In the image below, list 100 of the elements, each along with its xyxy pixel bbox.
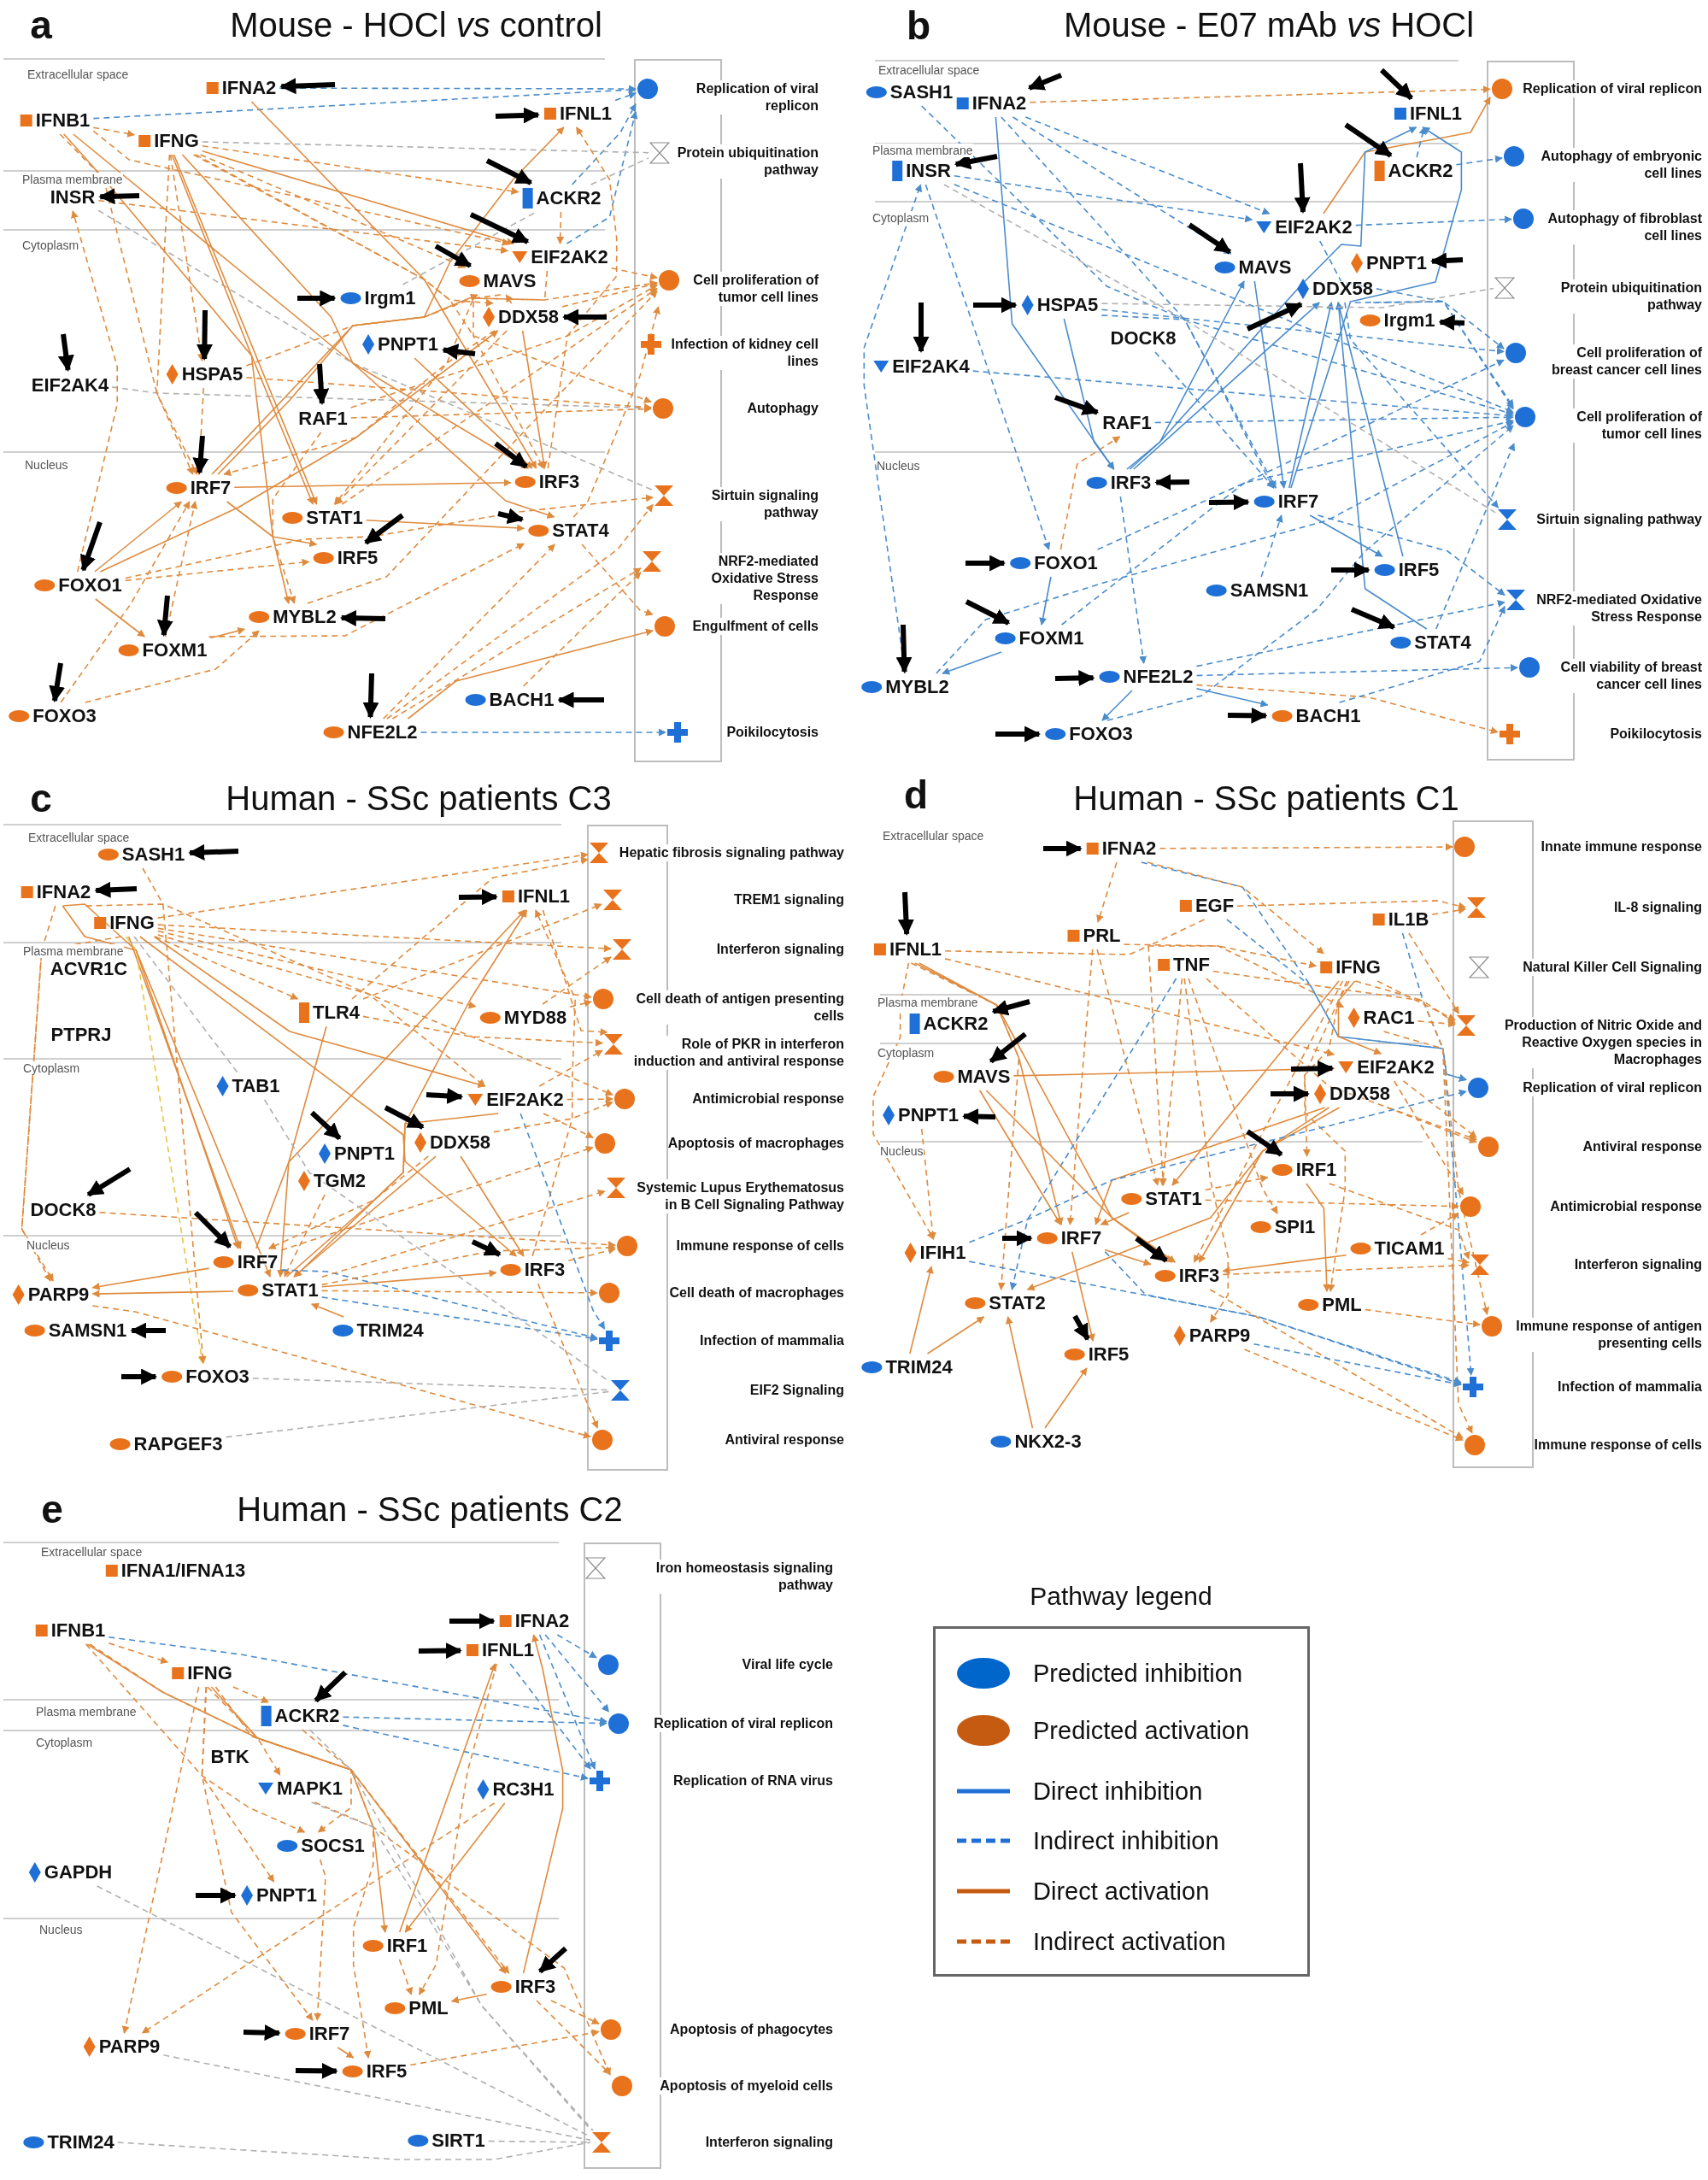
arrow	[1171, 980, 1340, 1186]
dashed-arrow	[199, 154, 467, 268]
arrow	[942, 651, 1002, 675]
dashed-arrow	[1416, 126, 1427, 158]
arrow	[62, 905, 240, 1249]
arrow	[1005, 1316, 1034, 1429]
function-label: Interferon signaling	[705, 2134, 833, 2151]
dashed-arrow	[1066, 949, 1094, 1225]
compartment-label: Nucleus	[39, 1923, 83, 1936]
gene-label: IRF3	[524, 1259, 566, 1281]
arrow	[210, 1686, 389, 1933]
dashed-arrow	[1302, 980, 1348, 1157]
gene-label: HSPA5	[1036, 294, 1099, 316]
dashed-arrow	[1123, 943, 1345, 1008]
pointer-arrow	[314, 1670, 348, 1703]
arrow	[139, 936, 517, 1257]
dashed-line	[97, 209, 654, 491]
pointer-arrow	[991, 999, 1030, 1016]
dashed-line	[225, 1390, 610, 1438]
dashed-arrow	[566, 1095, 613, 1103]
pointer-arrow	[995, 726, 1042, 743]
gene-label: IFNB1	[35, 109, 91, 132]
pointer-arrow	[485, 158, 533, 185]
pointer-arrow	[98, 188, 140, 205]
pointer-arrow	[1002, 1230, 1033, 1247]
pointer-arrow	[442, 344, 476, 360]
dashed-arrow	[1328, 1183, 1470, 1260]
gene-label: IFIH1	[919, 1242, 966, 1264]
gene-label: IRF3	[514, 1976, 556, 1998]
gene-label: SOCS1	[301, 1835, 365, 1857]
function-label: Apoptosis of myeloid cells	[660, 2077, 833, 2095]
dashed-arrow	[536, 2000, 611, 2075]
arrow	[73, 133, 529, 469]
gene-label: PARP9	[98, 2036, 161, 2058]
gene-label: IRF3	[538, 471, 580, 493]
dashed-arrow	[522, 571, 642, 687]
gene-label: DDX58	[498, 306, 559, 328]
pointer-arrow	[895, 624, 913, 673]
compartment-label: Cytoplasm	[22, 238, 79, 252]
legend-label: Direct activation	[1033, 1877, 1210, 1906]
dashed-arrow	[1317, 514, 1506, 596]
gene-label: IRF7	[190, 477, 232, 499]
gene-label: IRF3	[1178, 1265, 1220, 1287]
dashed-arrow	[97, 199, 509, 254]
function-label: EIF2 Signaling	[749, 1382, 844, 1399]
dashed-arrow	[1382, 1031, 1473, 1434]
arrow	[1104, 1249, 1152, 1266]
gene-label: EIF2AK2	[1275, 216, 1353, 238]
dashed-arrow	[1009, 978, 1177, 1290]
legend-label: Direct inhibition	[1033, 1777, 1203, 1806]
gene-label: HSPA5	[181, 363, 244, 385]
dashed-arrow	[1372, 301, 1505, 350]
dashed-arrow	[1096, 418, 1514, 550]
gene-label: IFNG	[109, 912, 155, 934]
panel-title: Human - SSc patients C2	[237, 1490, 623, 1529]
function-label: Innate immune response	[1541, 838, 1702, 855]
dashed-arrow	[157, 851, 589, 919]
dashed-arrow	[1183, 978, 1230, 1323]
pointer-arrow	[965, 599, 1011, 626]
arrow	[1335, 302, 1428, 630]
gene-label: STAT1	[306, 507, 363, 529]
arrow	[914, 962, 1064, 1225]
dashed-arrow	[342, 1725, 589, 1781]
arrow	[404, 1802, 506, 1933]
arrow	[255, 909, 526, 1249]
pointer-arrow	[497, 508, 525, 525]
dashed-arrow	[85, 903, 486, 1087]
gene-label: IRF7	[1277, 491, 1319, 513]
dashed-line	[202, 141, 649, 154]
gene-label: DDX58	[1329, 1083, 1390, 1105]
dashed-arrow	[245, 279, 658, 367]
dashed-arrow	[493, 1101, 613, 1133]
pointer-arrow	[1294, 162, 1311, 214]
gene-label: TGM2	[313, 1170, 367, 1192]
dashed-arrow	[320, 1189, 606, 1278]
gene-label: ACKR2	[536, 187, 602, 209]
gene-label: STAT4	[1414, 632, 1471, 654]
arrow	[1039, 576, 1052, 626]
dashed-arrow	[472, 294, 544, 469]
gene-label: MYBL2	[885, 676, 949, 698]
dashed-arrow	[1455, 155, 1503, 166]
gene-label: EIF2AK2	[486, 1089, 564, 1111]
dashed-arrow	[362, 1015, 603, 1047]
pointer-arrow	[913, 303, 930, 353]
function-label: Autophagy	[747, 400, 819, 417]
arrow	[62, 903, 272, 1278]
dashed-arrow	[1012, 116, 1232, 255]
gene-label: PNPT1	[334, 1143, 395, 1165]
dashed-arrow	[1431, 906, 1466, 915]
function-label: Protein ubiquitination pathway	[675, 144, 819, 179]
gene-label: FOXO3	[185, 1366, 249, 1388]
arrow	[1198, 1107, 1341, 1263]
pointer-arrow	[973, 297, 1018, 314]
dashed-arrow	[409, 2029, 600, 2066]
gene-label: BACH1	[489, 689, 555, 711]
arrow	[414, 357, 533, 469]
dashed-arrow	[1024, 116, 1271, 215]
dashed-arrow	[1159, 978, 1183, 1186]
gene-label: IL1B	[1388, 908, 1429, 931]
arrow	[1288, 302, 1334, 489]
